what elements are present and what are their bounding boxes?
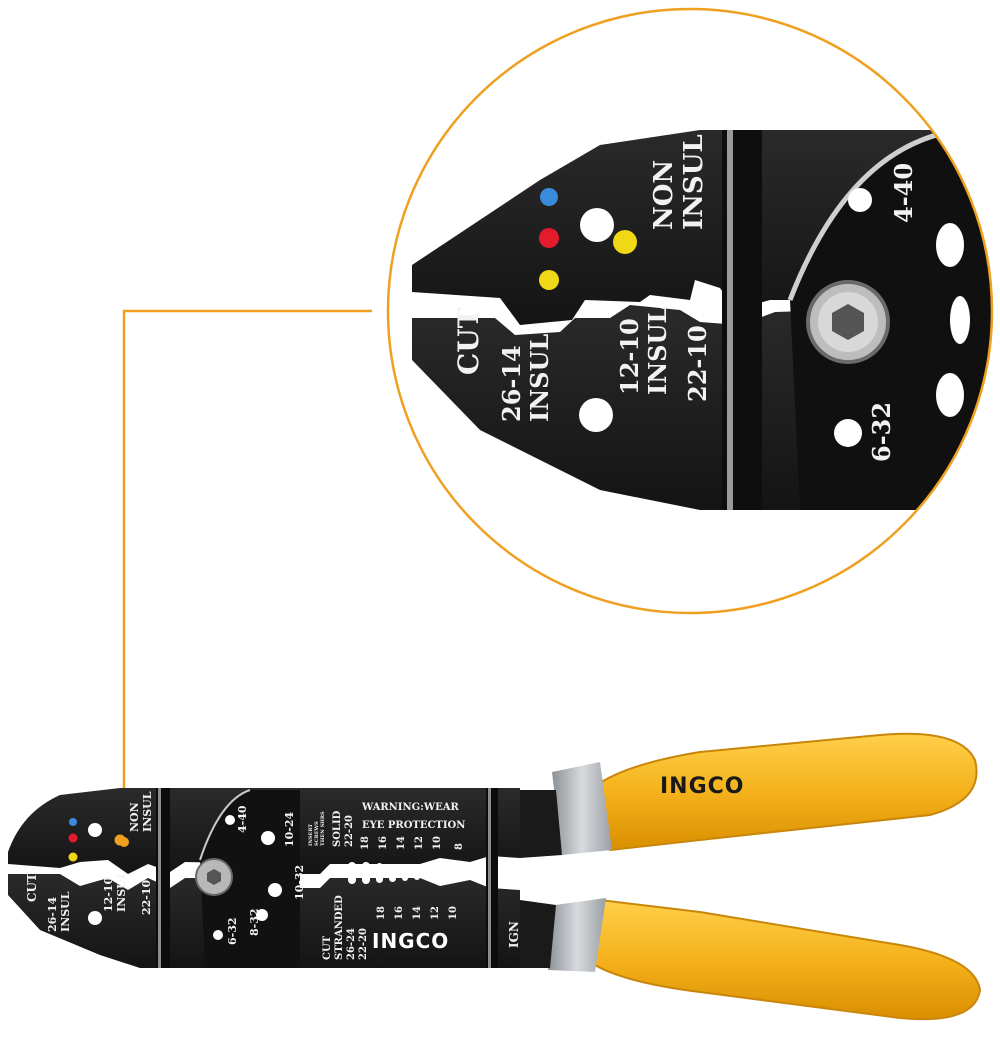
lower-neck bbox=[520, 900, 556, 968]
zoom-detail: NON INSUL CUT 26-14 INSUL 12-10 INSUL 22… bbox=[412, 127, 992, 510]
hole-4-40 bbox=[225, 815, 235, 825]
zoom-hole-right-2 bbox=[936, 373, 964, 417]
zoom-hex-socket-icon bbox=[832, 304, 864, 340]
zoom-circle-border bbox=[386, 7, 994, 615]
zoom-22-10-label: 22-10 bbox=[683, 325, 712, 402]
zoom-hole-upper bbox=[580, 208, 614, 242]
zoom-hole-632 bbox=[834, 419, 862, 447]
zoom-cut-label: CUT bbox=[452, 307, 485, 375]
zoom-hole-right-3 bbox=[950, 296, 970, 344]
solid-gauge: 12 bbox=[414, 836, 425, 850]
hole-upper bbox=[88, 823, 102, 837]
screws-label: SCREWS bbox=[314, 821, 320, 846]
upper-neck bbox=[520, 790, 562, 858]
solid-gauge: 18 bbox=[360, 836, 371, 850]
10-24-label: 10-24 bbox=[283, 811, 296, 847]
hole-6-32 bbox=[213, 930, 223, 940]
hole-8-32 bbox=[256, 909, 268, 921]
lower-handle bbox=[588, 898, 982, 1021]
zoom-callout: NON INSUL CUT 26-14 INSUL 12-10 INSUL 22… bbox=[386, 7, 994, 615]
12-10-label: 12-10 bbox=[102, 876, 115, 912]
8-32-label: 8-32 bbox=[248, 908, 261, 936]
red-dot bbox=[68, 833, 78, 843]
zoom-26-14-insul-label: INSUL bbox=[525, 334, 554, 422]
zoom-4-40-label: 4-40 bbox=[889, 163, 918, 223]
zoom-insul-label: INSUL bbox=[679, 134, 709, 230]
yellow-dot-left bbox=[68, 852, 78, 862]
zoom-yellow-dot-right bbox=[613, 230, 637, 254]
zoom-12-10-insul-label: INSUL bbox=[643, 307, 672, 395]
bar-left-highlight bbox=[158, 788, 161, 968]
22-10-label: 22-10 bbox=[140, 879, 153, 915]
zoom-26-14-label: 26-14 bbox=[497, 345, 526, 422]
hole-10-24 bbox=[261, 831, 275, 845]
solid-gauge: 14 bbox=[396, 836, 407, 850]
upper-sleeve bbox=[552, 762, 612, 855]
zoom-6-32-label: 6-32 bbox=[867, 402, 896, 462]
strip-notches bbox=[348, 860, 526, 884]
hole-lower bbox=[88, 911, 102, 925]
10-32-label: 10-32 bbox=[293, 865, 306, 900]
solid-gauge: 10 bbox=[432, 836, 443, 850]
solid-gauge: 8 bbox=[454, 843, 465, 850]
26-14-insul-label: INSUL bbox=[59, 891, 72, 932]
pivot-hex-icon bbox=[207, 869, 221, 885]
handle-brand-logo: INGCO bbox=[660, 774, 745, 799]
stranded-gauge-row: 18 16 14 12 10 bbox=[376, 906, 459, 920]
6-32-label: 6-32 bbox=[226, 917, 239, 945]
zoom-bar-highlight bbox=[727, 130, 733, 510]
4-40-label: 4-40 bbox=[236, 805, 249, 833]
zoom-non-label: NON bbox=[649, 160, 679, 230]
warning-label: WARNING:WEAR bbox=[361, 802, 459, 813]
zoom-hole-right-1 bbox=[936, 223, 964, 267]
upper-handle bbox=[588, 732, 978, 852]
zoom-plate-edge bbox=[787, 127, 961, 301]
callout-anchor-dot bbox=[119, 837, 129, 847]
stranded-label: STRANDED bbox=[334, 895, 345, 960]
solid-gauge: 16 bbox=[378, 836, 389, 850]
lower-sleeve bbox=[548, 898, 606, 972]
callout-connector-line bbox=[122, 309, 372, 838]
stranded-gauge: 14 bbox=[412, 906, 423, 920]
stranded-26-24-label: 26-24 bbox=[346, 928, 357, 960]
zoom-yellow-dot-left bbox=[539, 270, 559, 290]
pivot-plate-edge bbox=[199, 789, 251, 861]
stranded-22-20-label: 22-20 bbox=[358, 928, 369, 960]
zoom-red-dot bbox=[539, 228, 559, 248]
non-label: NON bbox=[128, 802, 141, 832]
pliers: NON INSUL CUT 26-14 INSUL 12-10 INSUL 22… bbox=[8, 732, 982, 1021]
26-14-label: 26-14 bbox=[46, 896, 59, 932]
zoom-hole-lower bbox=[579, 398, 613, 432]
pivot-plate bbox=[200, 790, 300, 968]
zoom-blue-dot bbox=[540, 188, 558, 206]
then-shrs-label: THEN SHRS bbox=[320, 811, 326, 846]
non-insul-label: INSUL bbox=[141, 791, 154, 832]
solid-label: SOLID bbox=[332, 810, 343, 847]
ign-label: IGN bbox=[507, 921, 521, 948]
stranded-gauge: 10 bbox=[448, 906, 459, 920]
stranded-gauge: 12 bbox=[430, 906, 441, 920]
zoom-12-10-label: 12-10 bbox=[615, 318, 644, 395]
solid-22-20-label: 22-20 bbox=[344, 815, 355, 847]
12-10-insul-label: INSUL bbox=[115, 871, 128, 912]
eye-protection-label: EYE PROTECTION bbox=[362, 820, 465, 831]
bar-right bbox=[486, 788, 498, 968]
solid-gauge-row: 18 16 14 12 10 8 bbox=[360, 836, 465, 850]
zoom-hole-440 bbox=[848, 188, 872, 212]
stranded-gauge: 18 bbox=[376, 906, 387, 920]
hole-10-32 bbox=[268, 883, 282, 897]
cut-label: CUT bbox=[25, 873, 39, 902]
head-brand-logo: INGCO bbox=[372, 929, 449, 953]
stranded-cut-label: CUT bbox=[322, 935, 333, 960]
insert-label: INSERT bbox=[308, 824, 314, 846]
stranded-gauge: 16 bbox=[394, 906, 405, 920]
bar-right-highlight bbox=[488, 788, 491, 968]
blue-dot bbox=[69, 818, 77, 826]
